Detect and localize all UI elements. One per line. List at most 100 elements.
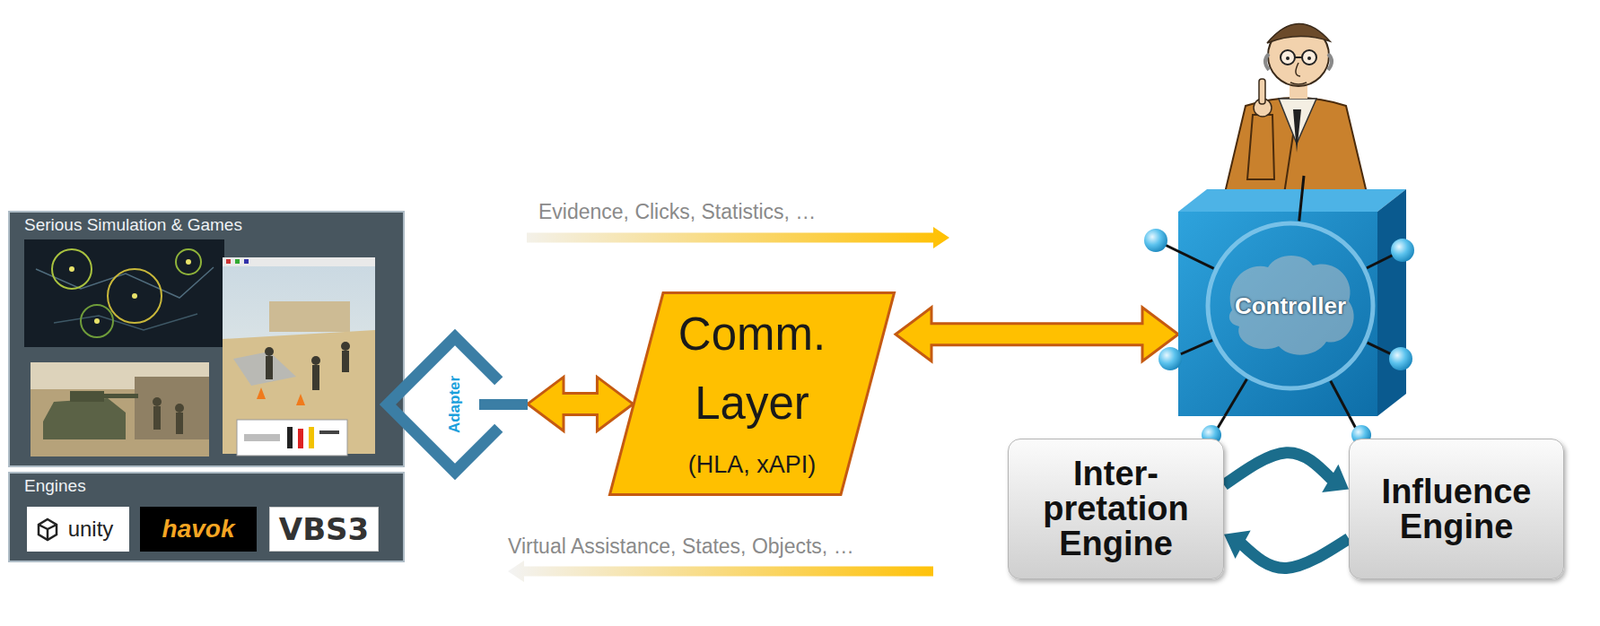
node-text: Engines (24, 476, 87, 497)
map-screenshot (24, 239, 225, 348)
desert-screenshot (265, 356, 273, 380)
logo-icon (38, 524, 57, 541)
logo-thumbnail (297, 428, 304, 449)
node-text: Controller (1234, 292, 1347, 321)
cube-illustration (1390, 238, 1415, 263)
professor-figure (1307, 56, 1312, 61)
tank-screenshot (174, 403, 184, 413)
desert-screenshot (244, 259, 249, 264)
professor-figure (1220, 23, 1372, 212)
text-holder: Engines (24, 476, 87, 497)
connector (1224, 530, 1349, 569)
engine-box: Influence Engine (1348, 438, 1565, 580)
cube-illustration (1377, 189, 1407, 417)
text-holder: Adapter (382, 332, 528, 478)
text-holder: Controller (1234, 292, 1347, 321)
desert-screenshot (296, 393, 306, 406)
panel-box: Engines unity havok VBS3 (8, 472, 405, 563)
comm-parallelogram: Comm. Layer(HLA, xAPI) (608, 291, 896, 497)
professor-figure (1247, 114, 1275, 180)
cube-illustration (1389, 347, 1413, 371)
map-screenshot (185, 259, 192, 265)
logo-icon (38, 519, 57, 541)
node-text: (HLA, xAPI) (688, 450, 817, 480)
panel-background (8, 210, 405, 468)
desert-screenshot (264, 341, 350, 391)
flow-label: Evidence, Clicks, Statistics, … (538, 199, 816, 225)
node-text: Serious Simulation & Games (24, 215, 243, 236)
tank-screenshot (153, 406, 161, 430)
cube-illustration (1229, 255, 1355, 356)
map-screenshot (175, 249, 202, 275)
cycle-arrow (1224, 453, 1332, 486)
desert-screenshot (235, 259, 240, 264)
text-holder: Influence Engine (1349, 439, 1564, 579)
tank-screenshot (30, 362, 210, 457)
node-text: Influence Engine (1366, 474, 1547, 545)
tank-screenshot (102, 393, 139, 399)
panel-box: Serious Simulation & Games (8, 210, 405, 468)
professor-figure (1267, 23, 1330, 44)
desert-screenshot (311, 356, 321, 366)
logo-thumbnail (236, 419, 348, 456)
desert-screenshot (340, 341, 350, 351)
professor-figure (1294, 56, 1303, 59)
text-holder: Serious Simulation & Games (24, 215, 243, 236)
node-text: unity (68, 516, 114, 543)
professor-figure (1285, 56, 1290, 61)
desert-screenshot (312, 365, 320, 391)
professor-figure (1328, 53, 1332, 70)
cube-illustration (1178, 189, 1407, 212)
logo-thumbnail (244, 434, 280, 442)
desert-screenshot (233, 351, 297, 386)
engine-box: Inter- pretation Engine (1007, 438, 1225, 580)
map-screenshot (80, 305, 114, 338)
tank-screenshot (30, 362, 210, 457)
connector (1224, 453, 1349, 493)
tank-screenshot (152, 397, 184, 435)
tank-screenshot (152, 397, 162, 407)
professor-figure (1293, 109, 1302, 153)
text-holder: Comm. Layer(HLA, xAPI) (608, 300, 896, 480)
flow-arrow (526, 227, 950, 249)
logo-thumbnail (236, 419, 348, 456)
desert-screenshot (269, 301, 350, 333)
diamond-outline (479, 399, 528, 411)
connector (527, 376, 633, 431)
professor-figure (1265, 53, 1269, 70)
professor-figure (1290, 82, 1307, 85)
text-holder: Inter- pretation Engine (1008, 439, 1224, 579)
engine-logo: havok (139, 507, 257, 552)
spoke-line (1224, 379, 1248, 417)
map-screenshot (94, 318, 100, 324)
cube-illustration (1144, 228, 1168, 253)
desert-screenshot (222, 257, 376, 267)
desert-screenshot (341, 350, 350, 373)
node-text: Inter- pretation Engine (1026, 456, 1207, 561)
cube-illustration (1299, 175, 1304, 222)
node-text: VBS3 (279, 511, 369, 548)
engine-logo: unity (26, 507, 130, 552)
desert-screenshot (226, 259, 231, 264)
logo-thumbnail (319, 430, 340, 435)
cube-illustration (1158, 347, 1182, 371)
map-screenshot (69, 266, 75, 272)
spoke-line (1330, 381, 1350, 417)
flow-arrow (507, 227, 950, 583)
node-text: Adapter (445, 375, 464, 434)
arrow-head (1224, 530, 1251, 560)
logo-icon (35, 517, 60, 542)
text-holder: VBS3 (270, 507, 378, 551)
connector (895, 307, 1179, 362)
node-text: havok (162, 515, 236, 544)
desert-screenshot (222, 330, 376, 455)
professor-figure (1259, 78, 1266, 105)
map-screenshot (24, 239, 225, 348)
parallelogram-outline (610, 293, 895, 496)
desert-screenshot (264, 347, 274, 357)
flow-label: Virtual Assistance, States, Objects, … (507, 533, 855, 560)
map-screenshot (52, 249, 92, 289)
double-arrow (895, 307, 1179, 362)
professor-figure (1295, 62, 1301, 77)
